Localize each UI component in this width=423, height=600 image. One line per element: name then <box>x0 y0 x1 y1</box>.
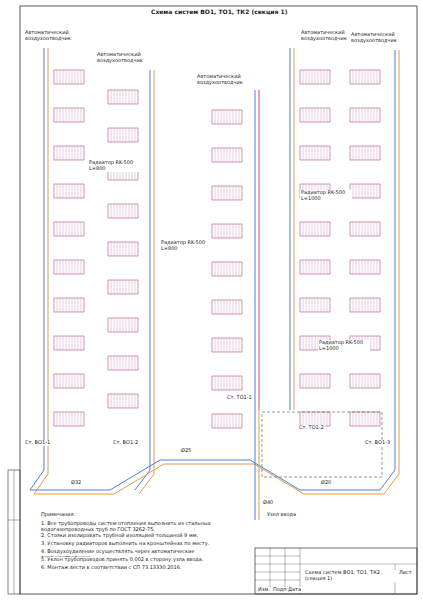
riser-name: Ст. ВО1-2 <box>112 440 139 446</box>
note: 1. Все трубопроводы систем отопления вып… <box>40 521 247 533</box>
pipe-diameter: Ø25 <box>180 448 192 454</box>
notes-heading: Примечания: <box>40 512 76 518</box>
pipe-diameter: Ø20 <box>320 480 332 486</box>
radiator-label: Радиатор RK-500 L=800 <box>88 160 146 172</box>
stamp-cell: Лист <box>398 570 413 576</box>
air-vent-label: Автоматический воздухоотводчик <box>196 74 244 86</box>
air-vent-label: Автоматический воздухоотводчик <box>300 30 348 42</box>
note: 3. Установку радиаторов выполнить на кро… <box>40 541 210 547</box>
stamp-cell: Изм. <box>257 587 271 593</box>
riser-name: Ст. ВО1-3 <box>364 440 391 446</box>
stamp-title: Схема систем ВО1, ТО1, ТК2 (секция 1) <box>304 570 396 582</box>
air-vent-label: Автоматический воздухоотводчик <box>350 32 396 44</box>
air-vent-label: Автоматический воздухоотводчик <box>96 52 144 64</box>
riser-name: Ст. ТО1-2 <box>298 425 325 431</box>
note: 5. Уклон трубопроводов принять 0,002 в с… <box>40 557 204 563</box>
drawing-title: Схема систем ВО1, ТО1, ТК2 (секция 1) <box>150 9 288 16</box>
note: 6. Монтаж вести в соответствии с СП 73.1… <box>40 565 182 571</box>
radiator-label: Радиатор RK-500 L=1000 <box>300 190 352 202</box>
inlet-label: Узел ввода <box>266 512 297 518</box>
pipe-diameter: Ø32 <box>70 480 82 486</box>
pipe-diameter: Ø40 <box>262 500 274 506</box>
riser-name: Ст. ТО1-1 <box>226 395 253 401</box>
riser-name: Ст. ВО1-1 <box>24 440 51 446</box>
stamp-cell: Дата <box>287 587 302 593</box>
note: 2. Стояки изолировать трубной изоляцией … <box>40 533 199 539</box>
radiator-label: Радиатор RK-500 L=800 <box>160 240 210 252</box>
radiator-label: Радиатор RK-500 L=1000 <box>318 340 370 352</box>
air-vent-label: Автоматический воздухоотводчик <box>24 30 66 42</box>
